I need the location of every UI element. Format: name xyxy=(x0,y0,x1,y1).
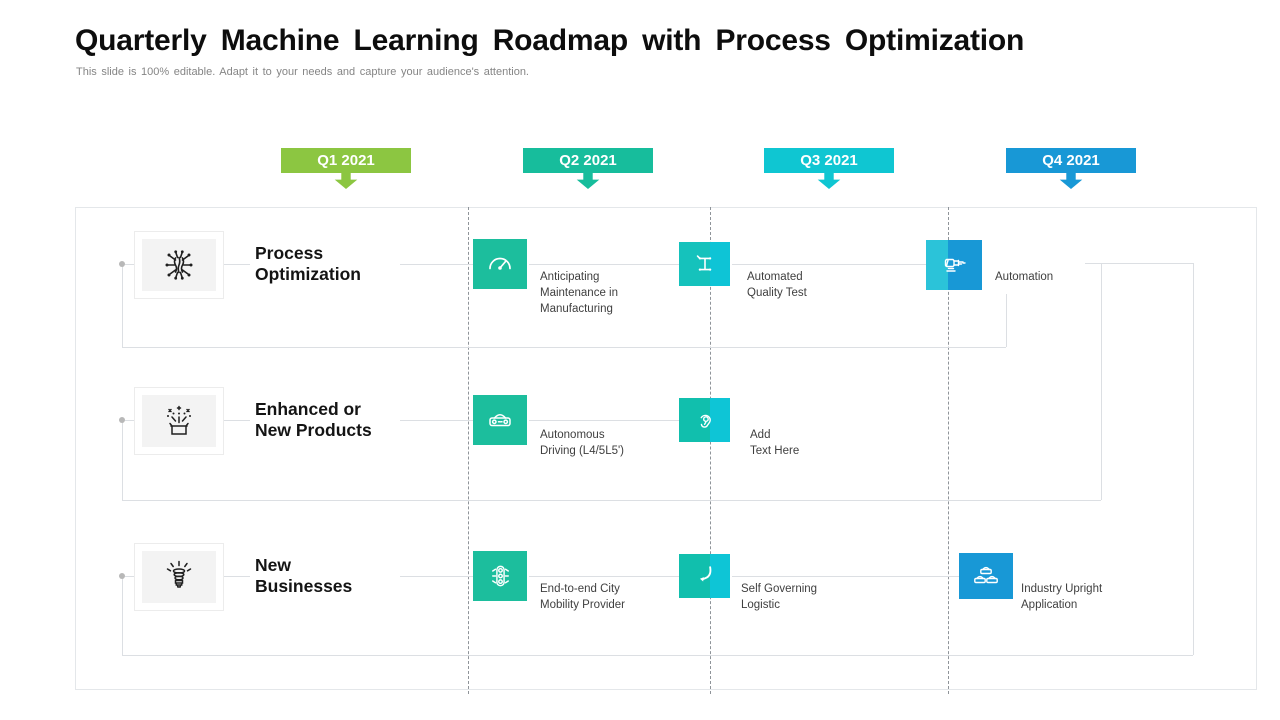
ear-icon xyxy=(700,414,711,428)
milestone-caption: Industry Upright Application xyxy=(1021,583,1103,611)
page-title: Quarterly Machine Learning Roadmap with … xyxy=(75,24,1025,57)
row-label-new-businesses: New Businesses xyxy=(255,555,353,596)
row-icon-box xyxy=(134,231,224,299)
connector-line xyxy=(122,500,1101,501)
connector-line xyxy=(222,420,250,421)
row-dot xyxy=(119,573,125,579)
connector-line xyxy=(400,576,473,577)
milestone-caption: Automated Quality Test xyxy=(747,271,807,299)
connector-line xyxy=(122,576,123,655)
gift-burst-icon xyxy=(167,405,191,435)
milestone-caption: End-to-end City Mobility Provider xyxy=(540,583,625,611)
milestone-caption: Add Text Here xyxy=(750,429,800,457)
row-dot xyxy=(119,261,125,267)
connector-line xyxy=(1085,263,1193,264)
connector-line xyxy=(529,264,679,265)
car-icon xyxy=(489,414,511,427)
milestone-caption: Self Governing Logistic xyxy=(741,583,818,611)
row-label-enhanced-or-new-products: Enhanced or New Products xyxy=(255,399,372,440)
connector-line xyxy=(222,264,250,265)
traffic-light-icon xyxy=(491,565,509,586)
connector-line xyxy=(222,576,250,577)
milestone-square xyxy=(959,553,1013,599)
quarter-banner-q4: Q4 2021 xyxy=(1006,148,1136,173)
milestone-square xyxy=(679,398,730,442)
down-arrow-icon xyxy=(817,173,841,189)
roadmap-canvas xyxy=(75,207,1257,690)
milestone-square xyxy=(473,239,527,289)
connector-line xyxy=(732,576,959,577)
gauge-icon xyxy=(489,257,511,270)
quarter-divider-line xyxy=(468,207,469,694)
milestone-caption: Automation xyxy=(995,271,1054,283)
milestone-caption: Anticipating Maintenance in Manufacturin… xyxy=(540,271,618,315)
connector-line xyxy=(125,576,134,577)
milestone-caption: Autonomous Driving (L4/5L5') xyxy=(540,429,625,457)
connector-line xyxy=(122,655,1193,656)
connector-line xyxy=(1006,294,1007,347)
bulb-icon xyxy=(166,560,192,588)
down-arrow-icon xyxy=(334,173,358,189)
connector-line xyxy=(400,420,473,421)
robot-arm-icon xyxy=(944,258,966,272)
connector-line xyxy=(122,264,123,347)
quarter-banner-q2: Q2 2021 xyxy=(523,148,653,173)
milestone-square xyxy=(679,554,730,598)
page-subtitle: This slide is 100% editable. Adapt it to… xyxy=(76,66,529,78)
quarter-banner-q1: Q1 2021 xyxy=(281,148,411,173)
caliper-icon xyxy=(696,255,711,271)
row-dot xyxy=(119,417,125,423)
row-label-process-optimization: Process Optimization xyxy=(255,243,361,284)
connector-line xyxy=(122,420,123,500)
connector-line xyxy=(125,264,134,265)
connector-line xyxy=(1101,263,1102,500)
connector-line xyxy=(125,420,134,421)
row-icon-box xyxy=(134,543,224,611)
milestone-square xyxy=(473,395,527,445)
quarter-divider-line xyxy=(710,207,711,694)
down-arrow-icon xyxy=(576,173,600,189)
milestone-square xyxy=(679,242,730,286)
quarter-divider-line xyxy=(948,207,949,694)
turn-arrow-icon xyxy=(699,566,711,582)
milestone-square xyxy=(926,240,982,290)
connector-line xyxy=(732,264,926,265)
quarter-banner-q3: Q3 2021 xyxy=(764,148,894,173)
connector-line xyxy=(400,264,473,265)
connector-line xyxy=(529,420,679,421)
chip-icon xyxy=(165,250,193,280)
connector-line xyxy=(122,347,1006,348)
connector-line xyxy=(1193,263,1194,655)
connector-line xyxy=(529,576,679,577)
row-icon-box xyxy=(134,387,224,455)
fleet-icon xyxy=(974,566,998,584)
down-arrow-icon xyxy=(1059,173,1083,189)
milestone-square xyxy=(473,551,527,601)
